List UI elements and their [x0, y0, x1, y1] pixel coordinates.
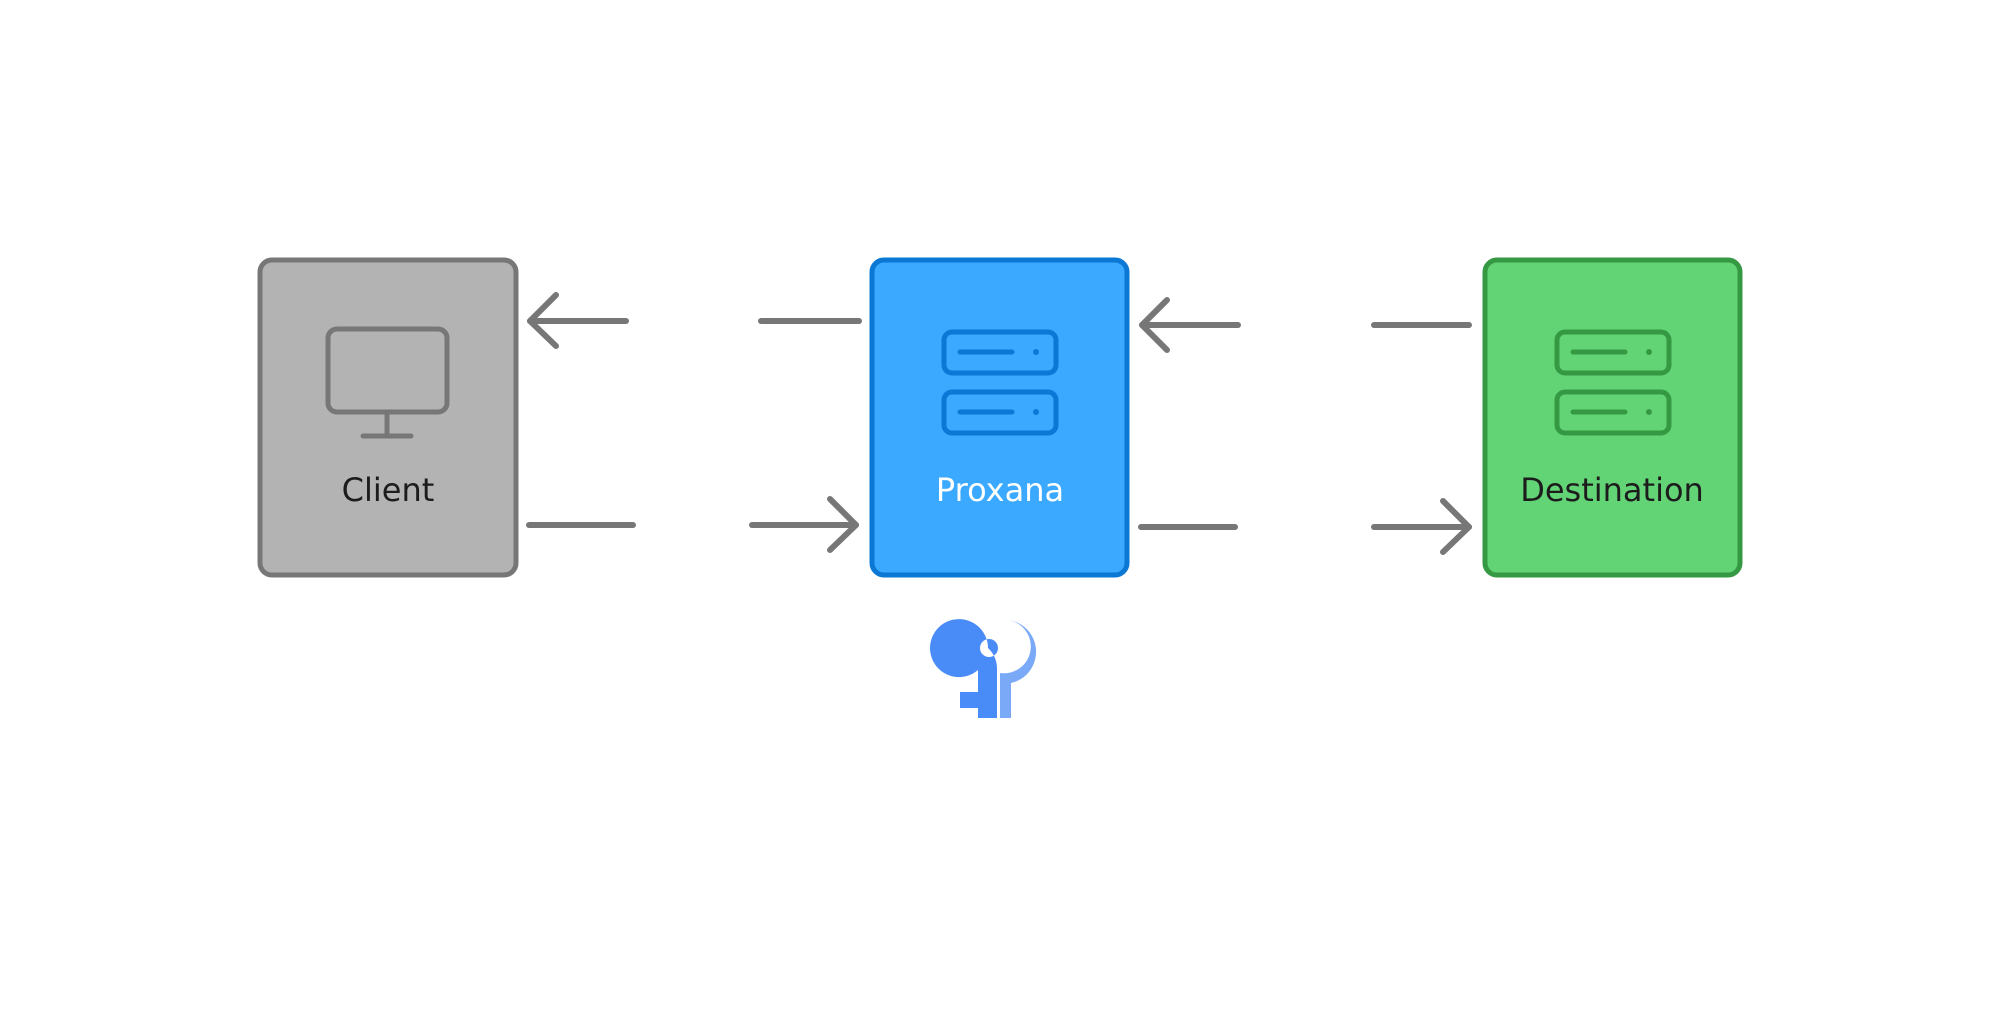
- arrow-destination-to-proxy: [1139, 297, 1472, 353]
- key-front-icon: [930, 619, 998, 718]
- proxy-label: Proxana: [936, 471, 1064, 509]
- keys-icon: [930, 619, 1037, 718]
- server-icon: [1554, 329, 1672, 436]
- monitor-icon: [325, 326, 450, 439]
- client-node: Client: [257, 257, 519, 578]
- destination-box: [1482, 257, 1743, 578]
- proxy-box: [869, 257, 1130, 578]
- client-label: Client: [342, 471, 435, 509]
- key-back-icon: [1000, 620, 1037, 718]
- server-icon: [941, 329, 1059, 436]
- destination-node: Destination: [1482, 257, 1743, 578]
- arrow-proxy-to-destination: [1138, 498, 1472, 555]
- arrow-client-to-proxy: [526, 496, 859, 553]
- proxy-node: Proxana: [869, 257, 1130, 578]
- destination-label: Destination: [1520, 471, 1704, 509]
- arrow-proxy-to-client: [527, 292, 862, 349]
